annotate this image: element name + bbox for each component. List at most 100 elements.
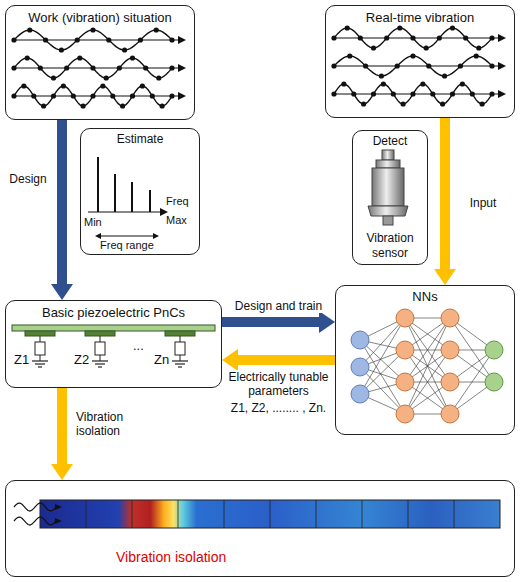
wave-arrow [55, 518, 62, 524]
axis-line [332, 65, 498, 66]
wave-dot [410, 35, 415, 40]
process-box: Estimate [80, 128, 200, 255]
range-line [100, 236, 154, 237]
piezo-patch [85, 331, 115, 336]
wave-dot [51, 75, 56, 80]
sensor-cap [376, 160, 400, 168]
wave-dot [41, 103, 46, 108]
axis-arrow [498, 62, 506, 70]
wave-dot [90, 93, 95, 98]
wave-dot [401, 101, 406, 106]
sine-wave [334, 28, 492, 48]
wave-dot [138, 37, 143, 42]
wave-dot [384, 35, 389, 40]
sine-wave [14, 30, 172, 50]
wave-dot [150, 93, 155, 98]
arrow-shaft [57, 120, 67, 284]
wave-dot [460, 81, 465, 86]
nn-neuron [396, 309, 414, 327]
arrow-head [434, 269, 456, 285]
wave-dot [351, 91, 356, 96]
impedance-symbol [95, 342, 105, 355]
nn-neuron [396, 373, 414, 391]
wave-dot [43, 37, 48, 42]
wave-dot [122, 47, 127, 52]
axis-arrow [178, 36, 186, 44]
wave-dot [59, 47, 64, 52]
process-box: Vibration isolation [5, 480, 515, 577]
wave-dot [169, 37, 174, 42]
wave-arrow [55, 504, 62, 510]
cell-divider [316, 500, 317, 528]
wire [100, 355, 101, 361]
wave-dot [361, 101, 366, 106]
wave-dot [90, 27, 95, 32]
process-box: NNs [335, 285, 515, 435]
nn-neuron [441, 373, 459, 391]
axis-line [12, 39, 178, 40]
wave-dot [381, 81, 386, 86]
sensor-body [372, 168, 404, 206]
wave-dot [11, 37, 16, 42]
wave-dot [437, 35, 442, 40]
wave-dot [100, 83, 105, 88]
label-text: Z2 [74, 352, 89, 368]
wave-dot [61, 83, 66, 88]
wave-dot [391, 91, 396, 96]
nn-neuron [441, 405, 459, 423]
wave-dot [64, 65, 69, 70]
wave-dot [51, 93, 56, 98]
connector-arrow [434, 118, 456, 285]
sine-wave [334, 56, 492, 76]
wave-dot [71, 93, 76, 98]
wave-dot [371, 45, 376, 50]
impedance-symbol [35, 342, 45, 355]
wave-dot [130, 93, 135, 98]
wave-dot [130, 55, 135, 60]
node-heading: NNs [412, 289, 437, 305]
input-wave [14, 517, 56, 525]
nn-neuron [351, 331, 369, 349]
ground-symbol [38, 366, 42, 367]
wave-dot [27, 27, 32, 32]
wave-dot [476, 45, 481, 50]
wave-dot [110, 93, 115, 98]
spectrum-line [97, 157, 99, 212]
axis-arrow [178, 64, 186, 72]
sensor-base [368, 206, 408, 216]
sine-wave [14, 86, 172, 106]
nn-neuron [485, 373, 503, 391]
wave-dot [331, 35, 336, 40]
wave-dot [410, 91, 415, 96]
ground-symbol [32, 360, 48, 361]
axis-arrow [498, 34, 506, 42]
process-box: Basic piezoelectric PnCs [5, 300, 222, 388]
node-heading: Real-time vibration [366, 10, 474, 26]
ground-symbol [178, 366, 182, 367]
wire [40, 336, 41, 342]
label-text: Freq range [100, 239, 154, 252]
arrow-head [319, 311, 335, 333]
nn-neuron [441, 309, 459, 327]
isolation-bar [40, 500, 500, 528]
cell-divider [408, 500, 409, 528]
wave-dot [120, 103, 125, 108]
wave-dot [106, 37, 111, 42]
label-text: Freq [166, 195, 189, 208]
impedance-symbol [175, 342, 185, 355]
wave-dot [450, 91, 455, 96]
wave-dot [154, 27, 159, 32]
wave-dot [474, 53, 479, 58]
spectrum-line [131, 182, 133, 212]
label-text: Max [166, 214, 187, 227]
ground-symbol [95, 363, 105, 364]
sensor-stud [383, 216, 393, 225]
piezo-patch [165, 331, 195, 336]
wave-dot [21, 83, 26, 88]
wave-dot [140, 83, 145, 88]
wave-dot [11, 65, 16, 70]
nn-neuron [351, 385, 369, 403]
arrow-shaft [57, 388, 67, 464]
wave-dot [38, 65, 43, 70]
wave-dot [169, 65, 174, 70]
